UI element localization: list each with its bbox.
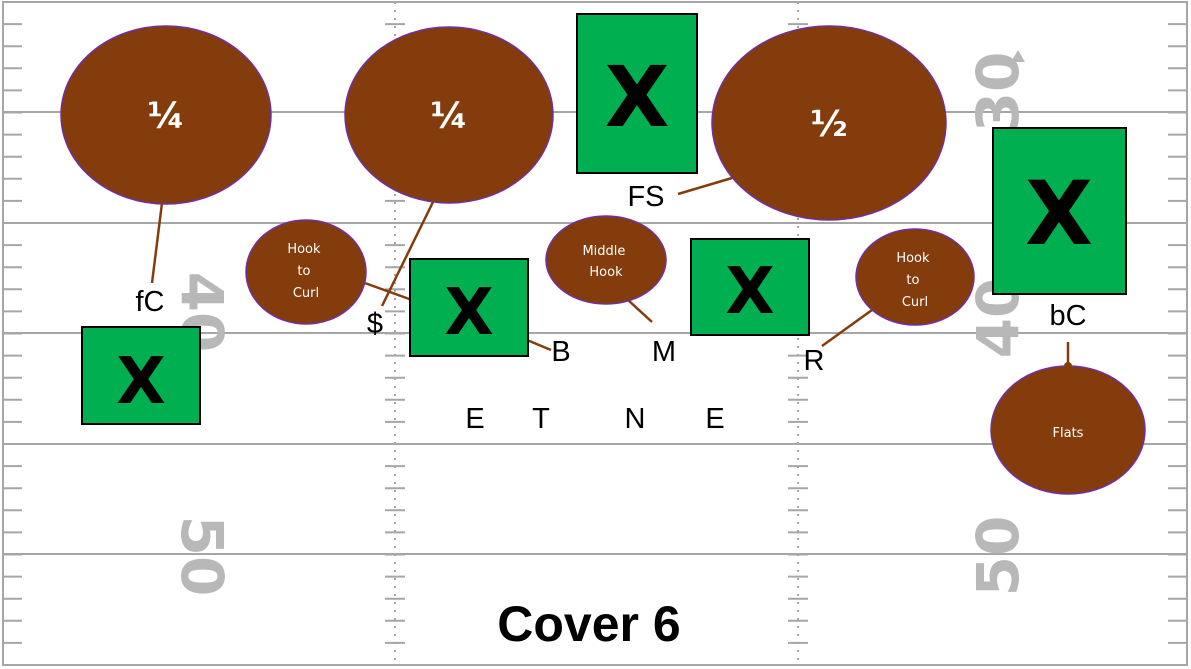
offense-n: N — [625, 403, 646, 435]
offense-t: T — [532, 403, 550, 435]
receiver-label: X — [605, 48, 670, 146]
yard-number-right-50: 50 — [964, 516, 1032, 597]
connector-m-middlehook — [627, 299, 653, 323]
receiver-label: X — [725, 255, 774, 329]
connector-fs-half — [677, 176, 733, 196]
receiver-x-right: X — [992, 127, 1127, 295]
zone-label-line: Hook — [896, 251, 930, 266]
defender-b: B — [551, 336, 570, 368]
zone-hook-curl-left: Hook to Curl — [245, 219, 367, 325]
receivers: X X X X X — [81, 13, 1127, 425]
connector-r-hookcurl — [821, 308, 873, 348]
zone-label: Hook to Curl — [896, 251, 933, 310]
zone-hook-curl-right: Hook to Curl — [855, 228, 975, 326]
zone-label: Flats — [1053, 426, 1084, 441]
connector-dollar-quarter — [380, 201, 435, 307]
zone-label-line: to — [297, 264, 310, 279]
coverage-zones: ¼ ¼ ½ Hook to Curl Middle Hook — [60, 25, 1146, 495]
zone-label: ½ — [810, 104, 847, 145]
zone-label: Middle Hook — [582, 244, 629, 280]
receiver-x-top-center: X — [576, 13, 698, 174]
zone-connectors — [150, 176, 1070, 368]
diagram-title: Cover 6 — [497, 596, 680, 652]
defender-m: M — [652, 336, 676, 368]
defender-fc: fC — [136, 286, 165, 318]
zone-label-line: Curl — [902, 295, 928, 310]
receiver-label: X — [444, 276, 493, 350]
connector-dollar-hookcurl — [361, 280, 413, 302]
offense-e-left: E — [465, 403, 484, 435]
defender-fs: FS — [627, 181, 664, 213]
receiver-label: X — [1025, 162, 1093, 265]
zone-label-line: Middle — [582, 244, 625, 259]
zone-label-line: Hook — [287, 242, 321, 257]
receiver-x-left: X — [81, 326, 201, 425]
yard-number-right-30: 30 — [964, 52, 1032, 133]
defenders: fC $ B M R FS bC — [136, 181, 1087, 377]
zone-deep-half: ½ — [711, 25, 947, 221]
zone-label-line: Hook — [589, 265, 623, 280]
receiver-x-center-left: X — [409, 258, 529, 357]
defender-dollar: $ — [367, 308, 383, 340]
zone-label: ¼ — [430, 96, 467, 137]
zone-flats: Flats — [990, 362, 1146, 495]
yard-number-left-50: 50 — [168, 516, 236, 597]
zone-label-line: Curl — [293, 286, 319, 301]
zone-deep-quarter-mid: ¼ — [344, 26, 554, 204]
offensive-line: E T N E — [465, 403, 724, 435]
zone-middle-hook: Middle Hook — [545, 215, 667, 305]
offense-e-right: E — [705, 403, 724, 435]
zone-label: ¼ — [147, 96, 184, 137]
connector-fc-quarter — [150, 202, 164, 284]
yard-numbers: 40 50 30 40 50 — [168, 50, 1032, 596]
defender-bc: bC — [1049, 300, 1086, 332]
defender-r: R — [804, 345, 825, 377]
receiver-label: X — [116, 345, 165, 419]
receiver-x-center-right: X — [690, 238, 810, 336]
zone-label: Hook to Curl — [287, 242, 324, 301]
zone-deep-quarter-left: ¼ — [60, 25, 272, 205]
connector-b — [526, 338, 552, 352]
zone-label-line: to — [906, 273, 919, 288]
direction-arrow-icon — [1011, 50, 1025, 62]
zone-anchor-dot — [1064, 362, 1072, 370]
